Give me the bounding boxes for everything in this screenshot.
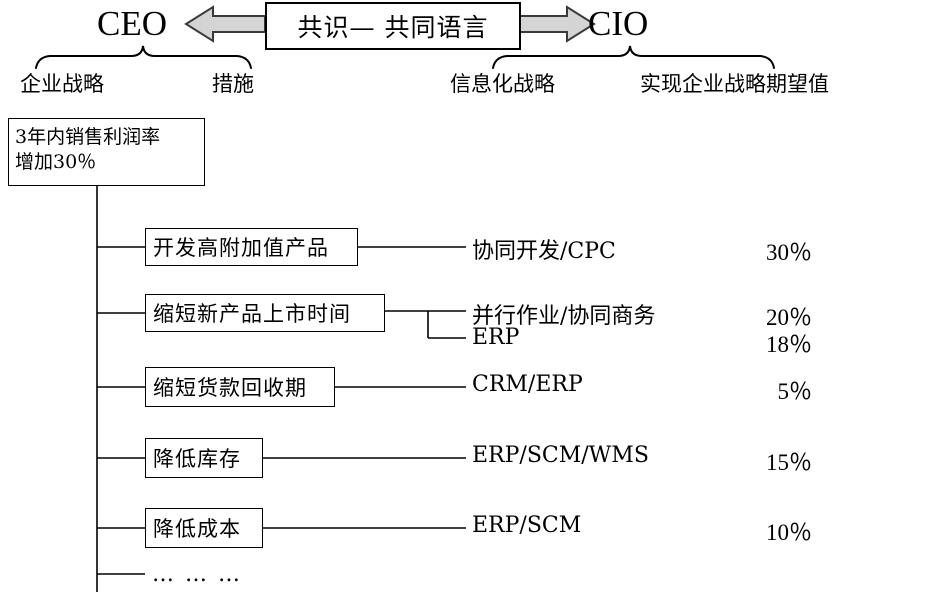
- caption-expected-value: 实现企业战略期望值: [640, 72, 829, 96]
- solution-label-4: ERP/SCM/WMS: [472, 443, 649, 468]
- caption-measures: 措施: [212, 72, 254, 96]
- right-brace: [492, 45, 775, 69]
- arrow-right-icon: [516, 5, 596, 43]
- goal-line-1: 3年内销售利润率: [15, 126, 161, 148]
- percent-value-4: 15％: [766, 450, 812, 475]
- role-label-cio: CIO: [588, 4, 649, 43]
- goal-box: 3年内销售利润率 增加30％: [8, 118, 205, 186]
- solution-label-5: ERP/SCM: [472, 513, 582, 538]
- left-brace: [35, 45, 252, 69]
- percent-value-3: 5％: [777, 379, 813, 404]
- solution-label-2: ERP: [472, 325, 520, 350]
- measure-box-3: 降低库存: [145, 438, 263, 478]
- solution-label-1: 并行作业/协同商务: [472, 304, 656, 329]
- percent-value-5: 10％: [766, 520, 812, 545]
- measure-box-4: 降低成本: [145, 508, 263, 548]
- caption-enterprise-strategy: 企业战略: [20, 72, 104, 96]
- more-items-indicator: … … …: [152, 562, 242, 587]
- arrow-left-icon: [184, 5, 266, 43]
- measure-box-1: 缩短新产品上市时间: [145, 294, 385, 332]
- measure-box-2: 缩短货款回收期: [145, 367, 335, 407]
- consensus-box: 共识— 共同语言: [265, 2, 521, 50]
- caption-it-strategy: 信息化战略: [450, 72, 555, 96]
- consensus-label: 共识— 共同语言: [297, 13, 489, 42]
- measure-box-0: 开发高附加值产品: [145, 228, 358, 266]
- percent-value-0: 30％: [766, 240, 812, 265]
- role-label-ceo: CEO: [97, 4, 167, 43]
- percent-value-1: 20％: [766, 305, 812, 330]
- solution-label-3: CRM/ERP: [472, 372, 583, 397]
- goal-line-2: 增加30％: [15, 151, 97, 173]
- percent-value-2: 18％: [766, 332, 812, 357]
- solution-label-0: 协同开发/CPC: [472, 239, 616, 264]
